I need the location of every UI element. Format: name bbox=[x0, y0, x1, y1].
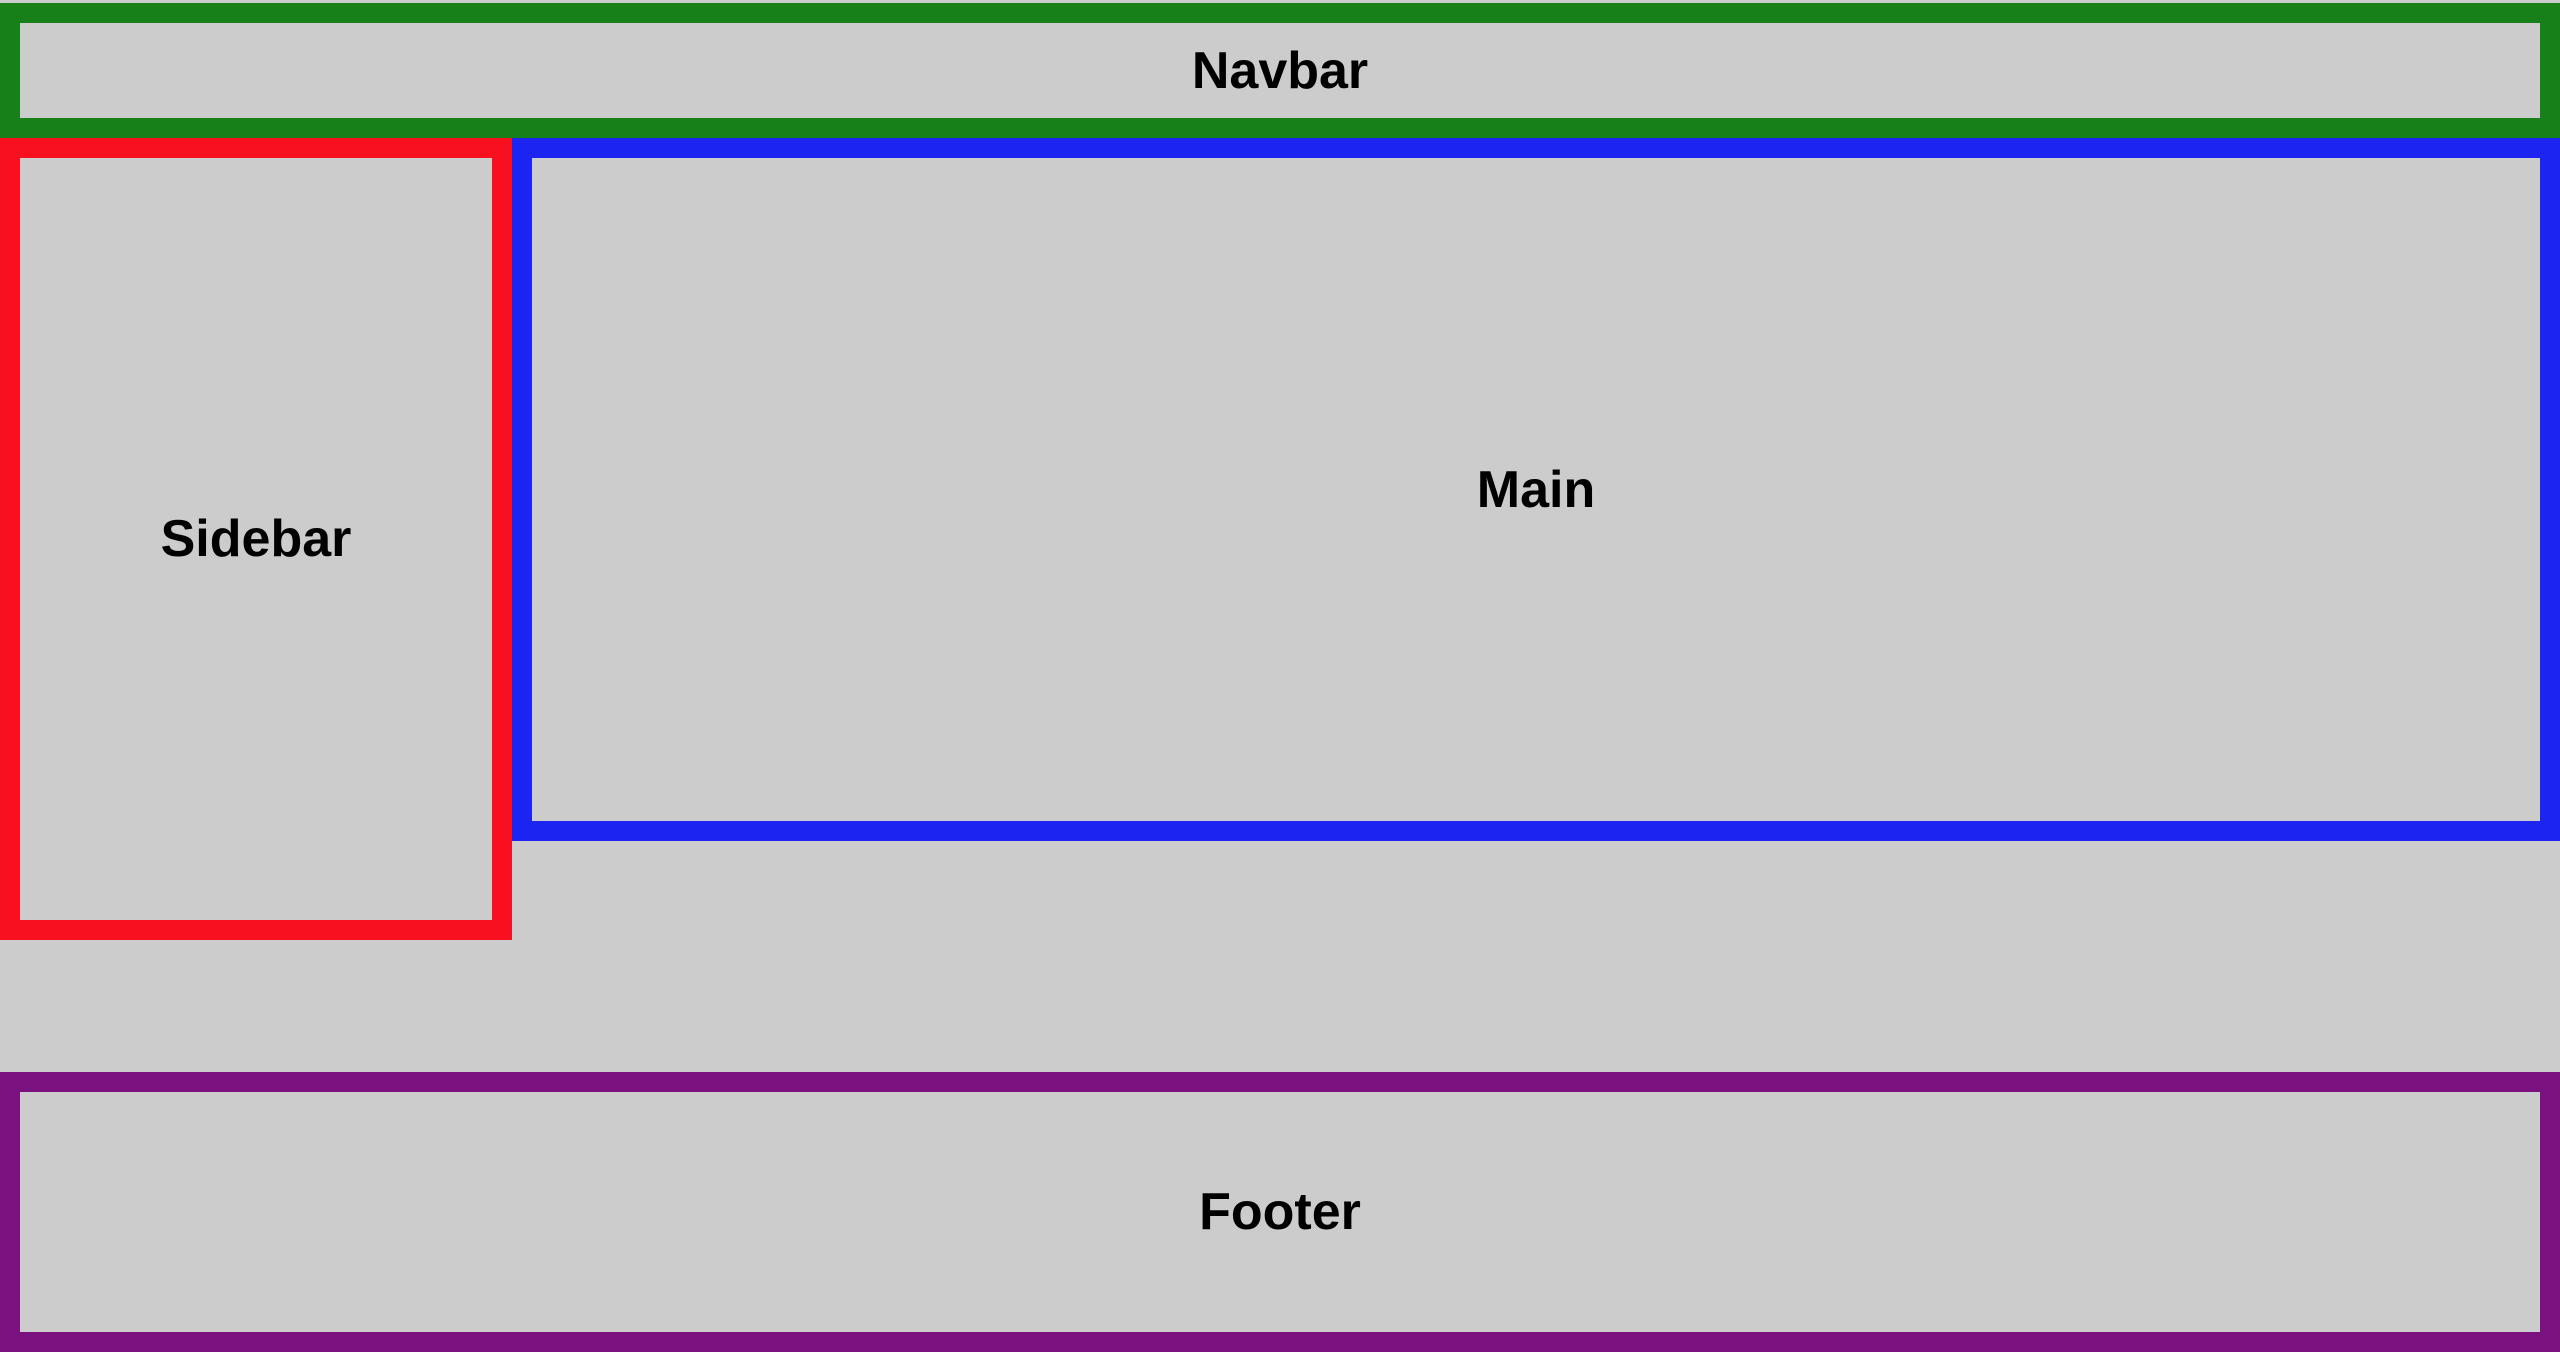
footer-section: Footer bbox=[0, 1072, 2560, 1352]
navbar-label: Navbar bbox=[1191, 41, 1369, 100]
sidebar-section: Sidebar bbox=[0, 138, 512, 940]
main-section: Main bbox=[512, 138, 2560, 841]
footer-label: Footer bbox=[1199, 1183, 1361, 1241]
sidebar-label: Sidebar bbox=[160, 510, 352, 568]
navbar-section: Navbar bbox=[0, 3, 2560, 138]
main-label: Main bbox=[1476, 460, 1596, 519]
content-row: Sidebar Main bbox=[0, 138, 2560, 940]
